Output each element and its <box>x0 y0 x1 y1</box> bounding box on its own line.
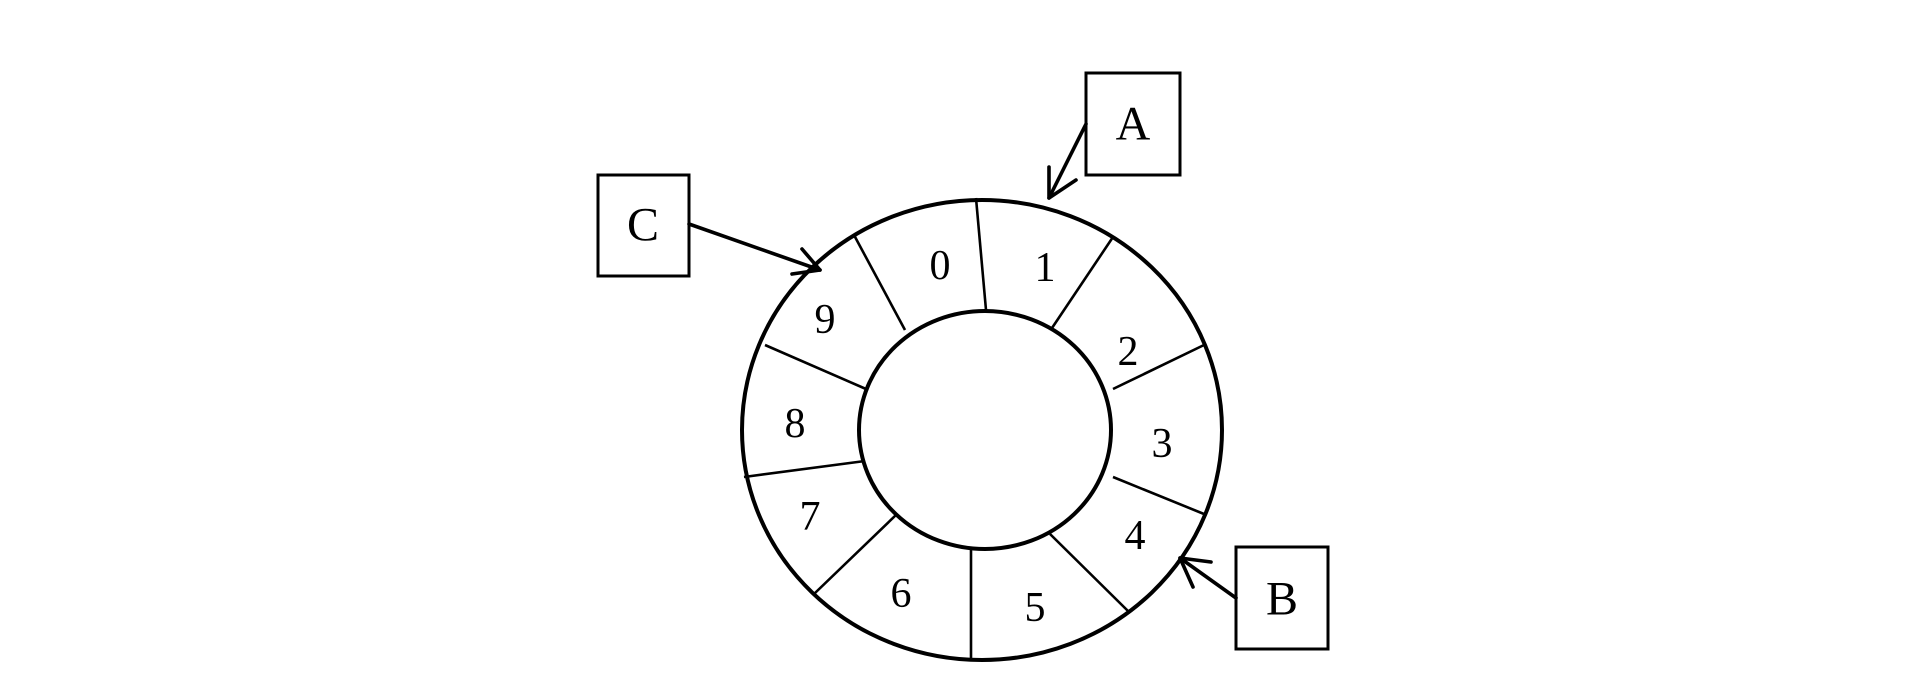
node-a-arrowhead <box>1047 165 1078 200</box>
node-c: C <box>596 173 822 278</box>
node-b: B <box>1178 545 1330 651</box>
divider-0-1 <box>974 197 988 311</box>
divider-8-9 <box>764 343 867 391</box>
segment-label-2: 2 <box>1118 329 1139 375</box>
node-c-arrow <box>687 222 822 272</box>
node-a: A <box>1047 71 1182 200</box>
node-a-box <box>1084 71 1182 177</box>
node-a-arrow <box>1047 122 1088 200</box>
segment-label-4: 4 <box>1125 513 1146 559</box>
segment-label-1: 1 <box>1035 245 1056 291</box>
node-b-label: B <box>1266 573 1298 626</box>
divider-7-8 <box>743 459 866 479</box>
node-a-label: A <box>1116 98 1151 151</box>
divider-1-2 <box>1050 236 1115 329</box>
segment-label-0: 0 <box>930 243 951 289</box>
segment-label-3: 3 <box>1152 421 1173 467</box>
ring-dividers <box>743 197 1205 660</box>
segment-label-6: 6 <box>891 571 912 617</box>
node-b-box <box>1234 545 1330 651</box>
divider-9-0 <box>852 234 907 331</box>
divider-6-7 <box>814 514 897 594</box>
divider-3-4 <box>1112 475 1205 516</box>
node-c-box <box>596 173 691 278</box>
segment-label-9: 9 <box>815 297 836 343</box>
inner-ring <box>857 309 1113 551</box>
ring-segment-labels: 0 1 2 3 4 5 6 7 8 9 <box>785 243 1173 631</box>
divider-2-3 <box>1112 343 1205 391</box>
segment-label-7: 7 <box>800 494 821 540</box>
node-c-arrowhead <box>790 247 822 276</box>
divider-4-5 <box>1049 533 1129 612</box>
node-b-arrowhead <box>1178 556 1213 589</box>
segment-label-5: 5 <box>1025 585 1046 631</box>
segment-label-8: 8 <box>785 401 806 447</box>
outer-ring <box>740 198 1224 662</box>
node-b-arrow <box>1178 556 1238 600</box>
node-c-label: C <box>627 199 659 252</box>
